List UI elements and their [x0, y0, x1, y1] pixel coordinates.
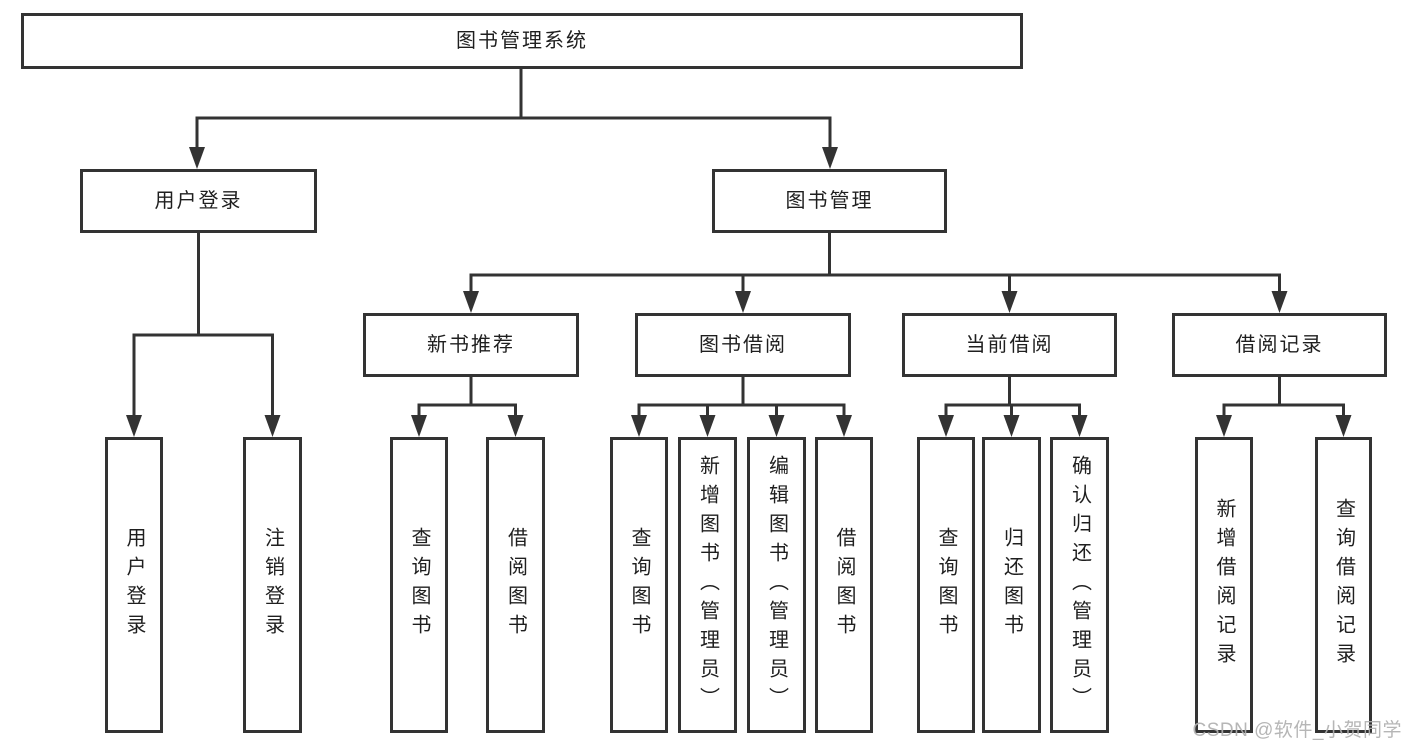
node-borrow-records: 借阅记录 [1172, 313, 1387, 377]
leaf-br-add-record-label: 新增借阅记录 [1213, 498, 1235, 672]
leaf-logout: 注销登录 [243, 437, 302, 733]
leaf-nbr-query-book-label: 查询图书 [408, 527, 430, 643]
node-user-login: 用户登录 [80, 169, 317, 233]
leaf-cb-confirm-return: 确认归还（管理员） [1050, 437, 1109, 733]
node-new-book-rec: 新书推荐 [363, 313, 579, 377]
leaf-br-query-record-label: 查询借阅记录 [1332, 498, 1355, 672]
csdn-watermark: CSDN @软件_小贺同学 [1192, 720, 1402, 741]
leaf-br-add-record: 新增借阅记录 [1195, 437, 1253, 733]
leaf-nbr-borrow-book-label: 借阅图书 [504, 527, 527, 643]
node-borrow-records-label: 借阅记录 [1235, 334, 1324, 356]
leaf-user-login-label: 用户登录 [123, 527, 145, 643]
leaf-bb-borrow-book: 借阅图书 [815, 437, 873, 733]
node-new-book-rec-label: 新书推荐 [427, 334, 515, 356]
leaf-br-query-record: 查询借阅记录 [1315, 437, 1372, 733]
leaf-cb-confirm-return-label: 确认归还（管理员） [1068, 454, 1091, 716]
node-root: 图书管理系统 [21, 13, 1023, 69]
node-root-label: 图书管理系统 [456, 30, 588, 52]
leaf-cb-query-book-label: 查询图书 [935, 527, 957, 643]
leaf-logout-label: 注销登录 [261, 527, 284, 643]
leaf-cb-query-book: 查询图书 [917, 437, 975, 733]
node-book-borrow: 图书借阅 [635, 313, 851, 377]
leaf-bb-query-book-label: 查询图书 [628, 527, 650, 643]
node-user-login-label: 用户登录 [154, 190, 243, 212]
leaf-nbr-borrow-book: 借阅图书 [486, 437, 545, 733]
leaf-bb-add-book: 新增图书（管理员） [678, 437, 737, 733]
leaf-bb-edit-book: 编辑图书（管理员） [747, 437, 806, 733]
leaf-nbr-query-book: 查询图书 [390, 437, 448, 733]
leaf-bb-borrow-book-label: 借阅图书 [833, 527, 855, 643]
node-book-mgmt: 图书管理 [712, 169, 947, 233]
node-current-borrow: 当前借阅 [902, 313, 1117, 377]
leaf-bb-query-book: 查询图书 [610, 437, 668, 733]
leaf-user-login: 用户登录 [105, 437, 163, 733]
node-current-borrow-label: 当前借阅 [965, 334, 1054, 356]
node-book-borrow-label: 图书借阅 [699, 334, 787, 356]
leaf-cb-return-book: 归还图书 [982, 437, 1041, 733]
leaf-cb-return-book-label: 归还图书 [1000, 527, 1023, 643]
node-book-mgmt-label: 图书管理 [785, 190, 874, 212]
leaf-bb-edit-book-label: 编辑图书（管理员） [765, 454, 788, 716]
leaf-bb-add-book-label: 新增图书（管理员） [696, 454, 719, 716]
